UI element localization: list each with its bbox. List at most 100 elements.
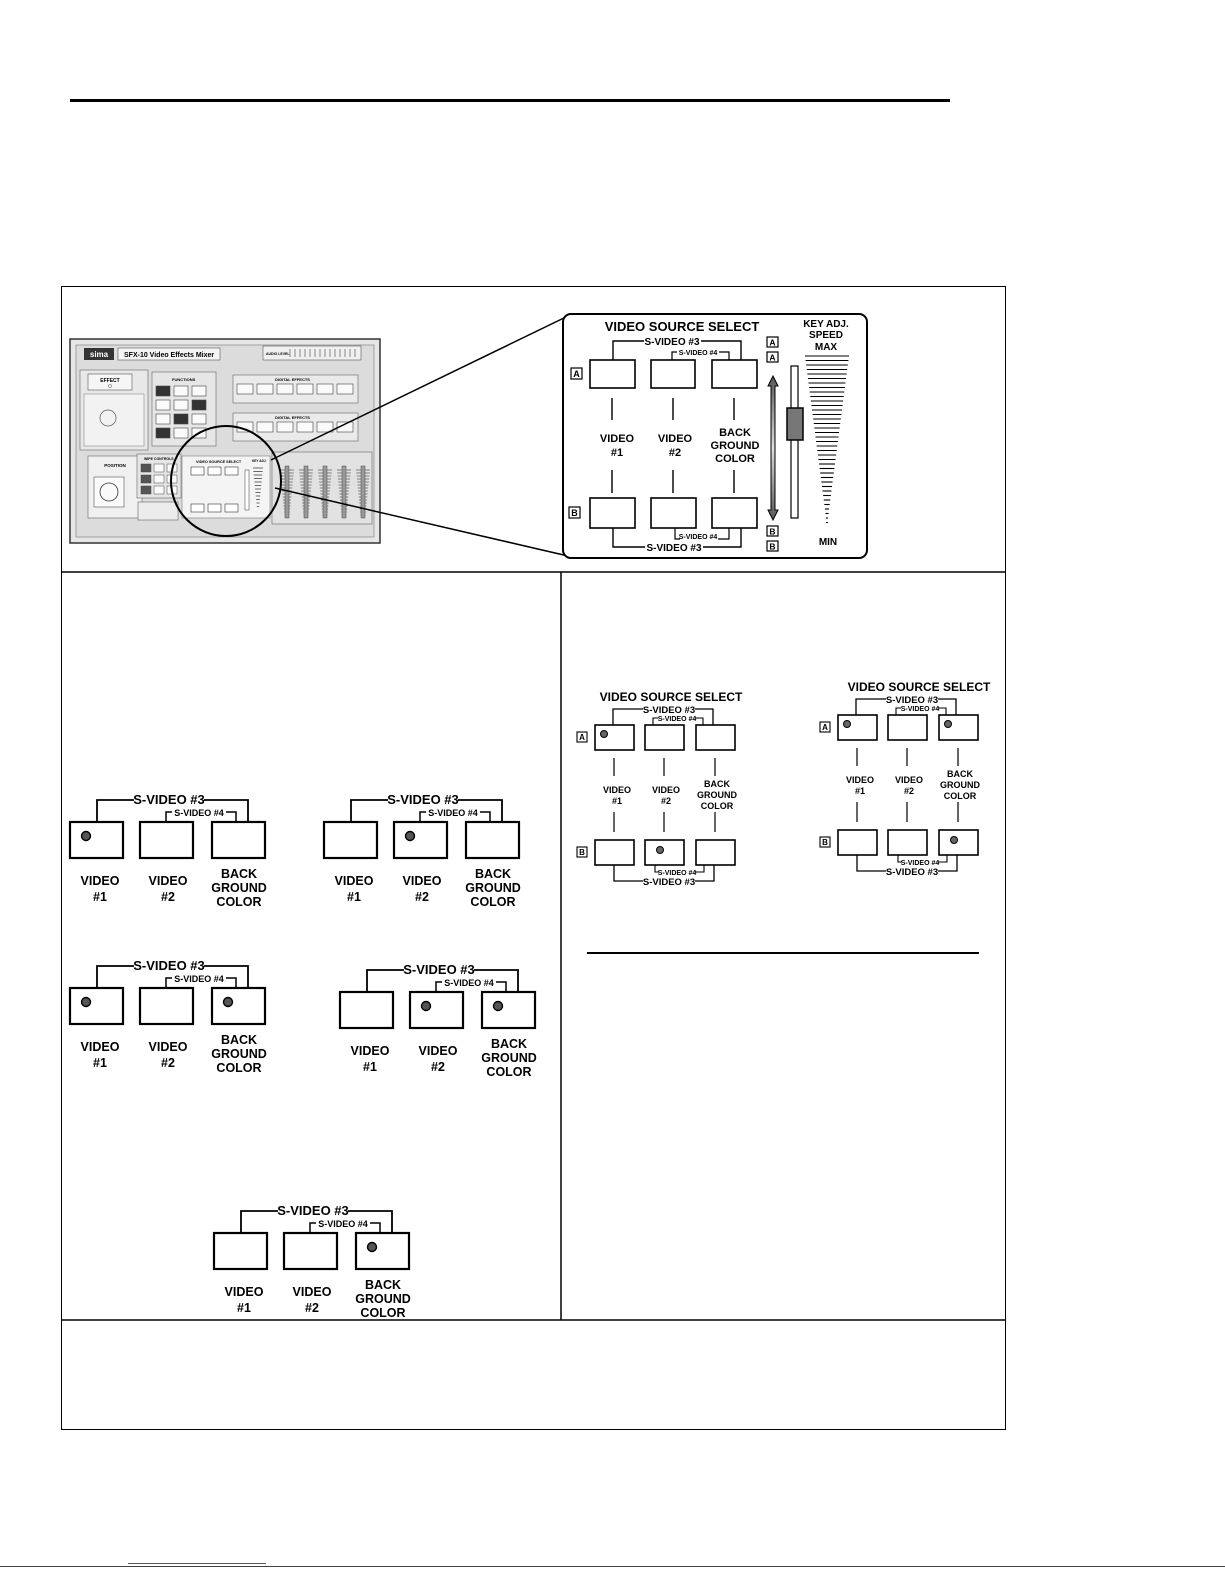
b-video2-button[interactable] bbox=[644, 839, 685, 866]
b-video1-button[interactable] bbox=[837, 829, 878, 856]
zoom-button-a-video2[interactable] bbox=[650, 359, 696, 389]
zoom-button-b-video1[interactable] bbox=[589, 497, 636, 529]
digital-effect-mini-button bbox=[276, 421, 294, 433]
digital-effect-mini-button bbox=[296, 421, 314, 433]
bg-label-line1: BACK bbox=[221, 1033, 257, 1047]
svideo4-bracket-right bbox=[480, 811, 491, 822]
video1-label-line1: VIDEO bbox=[351, 1044, 390, 1058]
row-b-marker: B bbox=[822, 838, 828, 847]
zoom-button-a-video1[interactable] bbox=[589, 359, 636, 389]
svideo4-bracket-right bbox=[496, 981, 507, 992]
function-mini-button bbox=[173, 427, 189, 439]
digital-effect-mini-button bbox=[296, 383, 314, 395]
fader-arrow bbox=[767, 374, 779, 522]
b-bg-button[interactable] bbox=[695, 839, 736, 866]
figure-frame bbox=[61, 286, 1006, 1430]
key-adj-label: KEY ADJ. bbox=[803, 319, 849, 330]
svideo3-label: S-VIDEO #3 bbox=[403, 962, 475, 977]
video2-button[interactable] bbox=[408, 990, 465, 1030]
video1-label-line2: #1 bbox=[855, 786, 865, 796]
svideo3-bracket-left bbox=[96, 799, 134, 822]
functions-buttons bbox=[155, 385, 207, 439]
a-video1-button[interactable] bbox=[594, 724, 635, 751]
fader-track bbox=[322, 465, 328, 519]
indicator-led-icon bbox=[420, 1000, 432, 1012]
wipe-mini-button bbox=[140, 485, 152, 495]
mini-source-button-a bbox=[224, 466, 239, 476]
a-video2-button[interactable] bbox=[887, 714, 928, 741]
video1-label-line1: VIDEO bbox=[81, 874, 120, 888]
bg-label-line2: GROUND bbox=[481, 1051, 537, 1065]
functions-label: FUNCTIONS bbox=[172, 377, 196, 382]
a-bg-button[interactable] bbox=[695, 724, 736, 751]
bg-label-line3: COLOR bbox=[470, 895, 515, 909]
footer-rule bbox=[0, 1566, 1225, 1567]
zoom-svideo4-top: S-VIDEO #4 bbox=[679, 350, 718, 357]
svideo4-bracket-left bbox=[895, 707, 901, 715]
video1-label-line1: VIDEO bbox=[603, 785, 631, 795]
zoom-fader-b-marker-2: B bbox=[769, 542, 775, 552]
mini-slider-track bbox=[244, 469, 250, 511]
svideo3-bracket-left bbox=[240, 1210, 278, 1233]
svideo4-bracket-right bbox=[695, 717, 704, 725]
mini-source-button-b bbox=[224, 503, 239, 513]
background-color-button[interactable] bbox=[464, 820, 521, 860]
function-mini-button bbox=[173, 413, 189, 425]
zoom-video2-line1: VIDEO bbox=[658, 433, 693, 445]
video1-button[interactable] bbox=[322, 820, 379, 860]
b-video2-button[interactable] bbox=[887, 829, 928, 856]
a-bg-button[interactable] bbox=[938, 714, 979, 741]
video2-label-line2: #2 bbox=[161, 1056, 175, 1070]
bg-label-line2: GROUND bbox=[211, 881, 267, 895]
video1-button[interactable] bbox=[68, 986, 125, 1026]
zoom-button-b-bg[interactable] bbox=[711, 497, 758, 529]
bg-label-line2: GROUND bbox=[355, 1292, 411, 1306]
brand-logo: sima bbox=[90, 350, 109, 359]
bg-label-line3: COLOR bbox=[360, 1306, 405, 1320]
video2-button[interactable] bbox=[138, 820, 195, 860]
mini-source-button-b bbox=[207, 503, 222, 513]
b-video1-button[interactable] bbox=[594, 839, 635, 866]
indicator-led-icon bbox=[404, 830, 416, 842]
wipe-mini-button bbox=[140, 474, 152, 484]
a-video1-button[interactable] bbox=[837, 714, 878, 741]
video1-label-line2: #1 bbox=[93, 1056, 107, 1070]
svideo4-label: S-VIDEO #4 bbox=[174, 808, 224, 818]
background-color-button[interactable] bbox=[210, 986, 267, 1026]
fader-track bbox=[284, 465, 290, 519]
key-adj-slider-handle[interactable] bbox=[786, 407, 804, 441]
zoom-svideo3-top: S-VIDEO #3 bbox=[644, 337, 699, 348]
background-color-button[interactable] bbox=[354, 1231, 411, 1271]
b-bg-button[interactable] bbox=[938, 829, 979, 856]
a-video2-button[interactable] bbox=[644, 724, 685, 751]
svideo4-bracket-left bbox=[652, 717, 658, 725]
video1-button[interactable] bbox=[212, 1231, 269, 1271]
function-mini-button bbox=[155, 399, 171, 411]
mini-key-adj-label: KEY ADJ. bbox=[252, 459, 267, 463]
svideo3-bracket-left bbox=[366, 969, 404, 992]
video2-label-line2: #2 bbox=[661, 796, 671, 806]
bg-label-line2: GROUND bbox=[465, 881, 521, 895]
svideo4-label: S-VIDEO #4 bbox=[901, 706, 940, 713]
max-label: MAX bbox=[815, 342, 838, 353]
zoom-svideo3-bottom: S-VIDEO #3 bbox=[646, 543, 701, 554]
background-color-button[interactable] bbox=[480, 990, 537, 1030]
digital-effect-mini-button bbox=[336, 421, 354, 433]
svideo4-bracket-left bbox=[309, 1222, 316, 1233]
svideo3-bracket-left bbox=[350, 799, 388, 822]
video1-button[interactable] bbox=[338, 990, 395, 1030]
zoom-button-b-video2[interactable] bbox=[650, 497, 697, 529]
background-color-button[interactable] bbox=[210, 820, 267, 860]
video2-button[interactable] bbox=[282, 1231, 339, 1271]
callout-line-top bbox=[270, 315, 569, 461]
video2-button[interactable] bbox=[138, 986, 195, 1026]
fader-group bbox=[280, 465, 370, 519]
bg-label-line1: BACK bbox=[221, 867, 257, 881]
video2-button[interactable] bbox=[392, 820, 449, 860]
digital-effect-mini-button bbox=[236, 383, 254, 395]
video1-button[interactable] bbox=[68, 820, 125, 860]
svideo3-bracket-left-bottom bbox=[856, 855, 886, 872]
mini-source-button-b bbox=[190, 503, 205, 513]
zoom-button-a-bg[interactable] bbox=[711, 359, 758, 389]
